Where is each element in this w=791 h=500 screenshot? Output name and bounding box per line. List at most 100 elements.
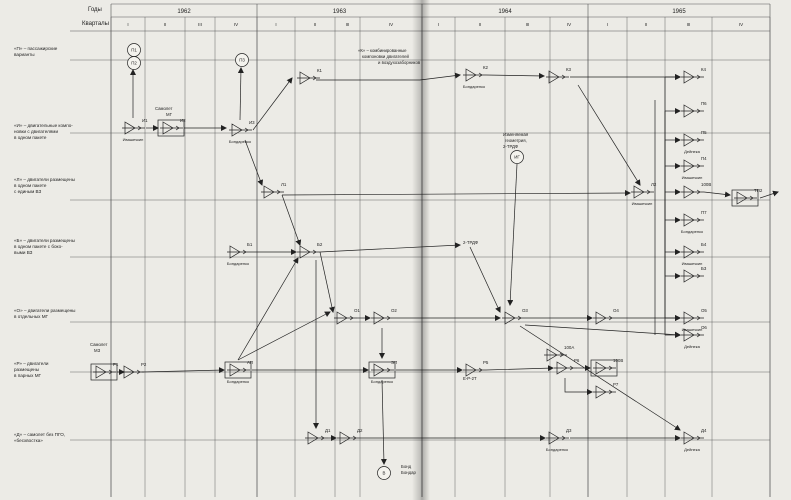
node-label: И1: [142, 118, 148, 123]
node-b2: Б2: [297, 242, 323, 259]
node-o4: О4: [593, 308, 619, 325]
node-label: 100В: [701, 182, 711, 187]
row-label-o: в отдельных МГ: [14, 314, 49, 319]
node-n100b: 100В: [590, 358, 623, 377]
node-label: Л1: [281, 182, 287, 187]
years-label: Годы: [88, 7, 102, 13]
node-label: К4: [701, 67, 707, 72]
node-label: Д1: [325, 428, 331, 433]
node-label: К2: [483, 65, 489, 70]
quarter-label: I: [127, 22, 128, 27]
flow-arrow: [281, 194, 302, 246]
year-label-1965: 1965: [672, 9, 686, 15]
node-o3: О3: [502, 308, 528, 325]
node-r6: Р6: [554, 358, 580, 375]
node-label: Р6: [574, 358, 580, 363]
node-label: Р5: [483, 360, 489, 365]
node-l1: Л1: [261, 182, 287, 199]
row-label-r: «Р» – двигатели: [14, 361, 49, 366]
node-label: 100В: [613, 358, 623, 363]
node-label: В: [383, 471, 386, 476]
k-note-line-3: и воздухозаборников: [378, 60, 421, 65]
quarter-label: I: [275, 22, 276, 27]
node-label: П6: [701, 101, 707, 106]
node-i2: И2: [157, 118, 186, 137]
flow-arrow: [237, 67, 244, 121]
node-label: О2: [391, 308, 397, 313]
node-r7: Р7: [593, 382, 619, 399]
flow-arrow: [281, 190, 631, 197]
node-k4: К4: [681, 67, 707, 84]
node-label: П5: [701, 130, 707, 135]
quarter-label: II: [164, 22, 167, 27]
node-o2: О2: [371, 308, 397, 325]
year-label-1964: 1964: [498, 9, 512, 15]
row-label-l: в одном пакете: [14, 183, 47, 188]
node-ig: ИГ: [510, 150, 524, 164]
node-label: П3: [239, 58, 245, 63]
node-v: В: [377, 466, 391, 480]
row-label-d: «Д» – самолет без ПГО,: [14, 432, 65, 437]
node-r1b: Р1: [90, 362, 119, 381]
row-label-o: «О» – двигатели размещены: [14, 308, 75, 313]
year-label-1963: 1963: [333, 9, 347, 15]
node-label: Б3: [701, 266, 707, 271]
node-author: Бондаренко: [681, 229, 704, 234]
flow-arrow: [237, 257, 299, 361]
row-label-i: «И» – двигательные компо-: [14, 123, 73, 128]
flow-arrow: [237, 311, 331, 361]
node-author: Бондаренко: [371, 379, 394, 384]
node-label: О3: [522, 308, 528, 313]
row-label-p: «П» – пассажирские: [14, 46, 58, 51]
node-label: Д4: [701, 428, 707, 433]
node-k1: К1: [297, 68, 323, 85]
node-label: Р1: [113, 362, 119, 367]
node-author: Ивашечкин: [632, 201, 653, 206]
flow-arrow: [319, 242, 461, 253]
quarter-label: IV: [389, 22, 393, 27]
flow-arrow: [519, 325, 681, 431]
quarter-label: II: [645, 22, 648, 27]
node-author: Ивашечкин: [682, 175, 703, 180]
row-label-d: «бесхвостка»: [14, 438, 43, 443]
node-label: Б1: [247, 242, 253, 247]
flow-arrow: [485, 365, 554, 372]
quarter-label: IV: [234, 22, 238, 27]
row-label-b: «Б» – двигатели размещены: [14, 238, 75, 243]
node-o1: О1: [334, 308, 360, 325]
node-label: П2: [131, 61, 137, 66]
quarters-label: Кварталы: [82, 21, 109, 27]
ig-note-line-1: Изменяемая: [503, 132, 529, 137]
node-b3: Б3: [681, 266, 707, 283]
flow-arrow: [252, 77, 293, 131]
samolet-mz-line-2: МЗ: [94, 348, 101, 353]
ig-note-line-3: 2-ТРДФ: [503, 144, 519, 149]
node-r5: Р5: [463, 360, 489, 377]
quarter-label: II: [314, 22, 317, 27]
node-label: О5: [701, 308, 707, 313]
node-label: Р2: [141, 362, 147, 367]
node-label: Р7: [613, 382, 619, 387]
node-p6: П6: [681, 101, 707, 118]
annotations: «К» – комбинированные компоновки двигате…: [90, 48, 529, 475]
k-note-line-1: «К» – комбинированные: [358, 48, 407, 53]
row-label-i: новки с двигателями: [14, 129, 58, 134]
bondarenko-short-note: Бонд: [401, 464, 412, 469]
node-label: ИГ: [514, 155, 520, 160]
node-label: 100А: [564, 345, 574, 350]
quarter-label: III: [198, 22, 202, 27]
flow-arrow: [577, 84, 641, 186]
quarter-label: IV: [567, 22, 571, 27]
